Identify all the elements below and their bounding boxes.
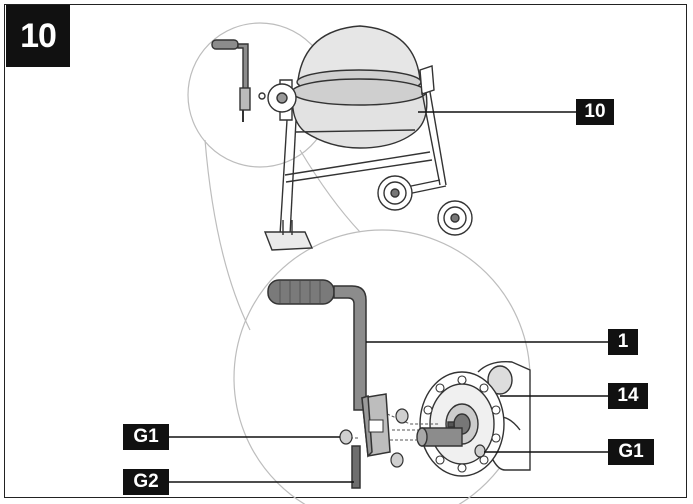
- drive-shaft: [416, 421, 463, 447]
- callout-crank-handle: 1: [608, 329, 638, 355]
- step-number-badge: 10: [6, 5, 70, 67]
- callout-pin: G2: [123, 469, 169, 495]
- washers: [339, 408, 486, 468]
- callout-washer-left: G1: [123, 424, 169, 450]
- concrete-mixer: [263, 25, 473, 251]
- crank-handle: [267, 279, 391, 489]
- drum-flange: [419, 371, 505, 477]
- leader-lines: [169, 111, 608, 483]
- callout-mixer-drum: 10: [576, 99, 614, 125]
- figure-border: [4, 4, 687, 498]
- crank-handle-small: [211, 39, 266, 122]
- callout-washer-right: G1: [608, 439, 654, 465]
- callout-drum-flange: 14: [608, 383, 648, 409]
